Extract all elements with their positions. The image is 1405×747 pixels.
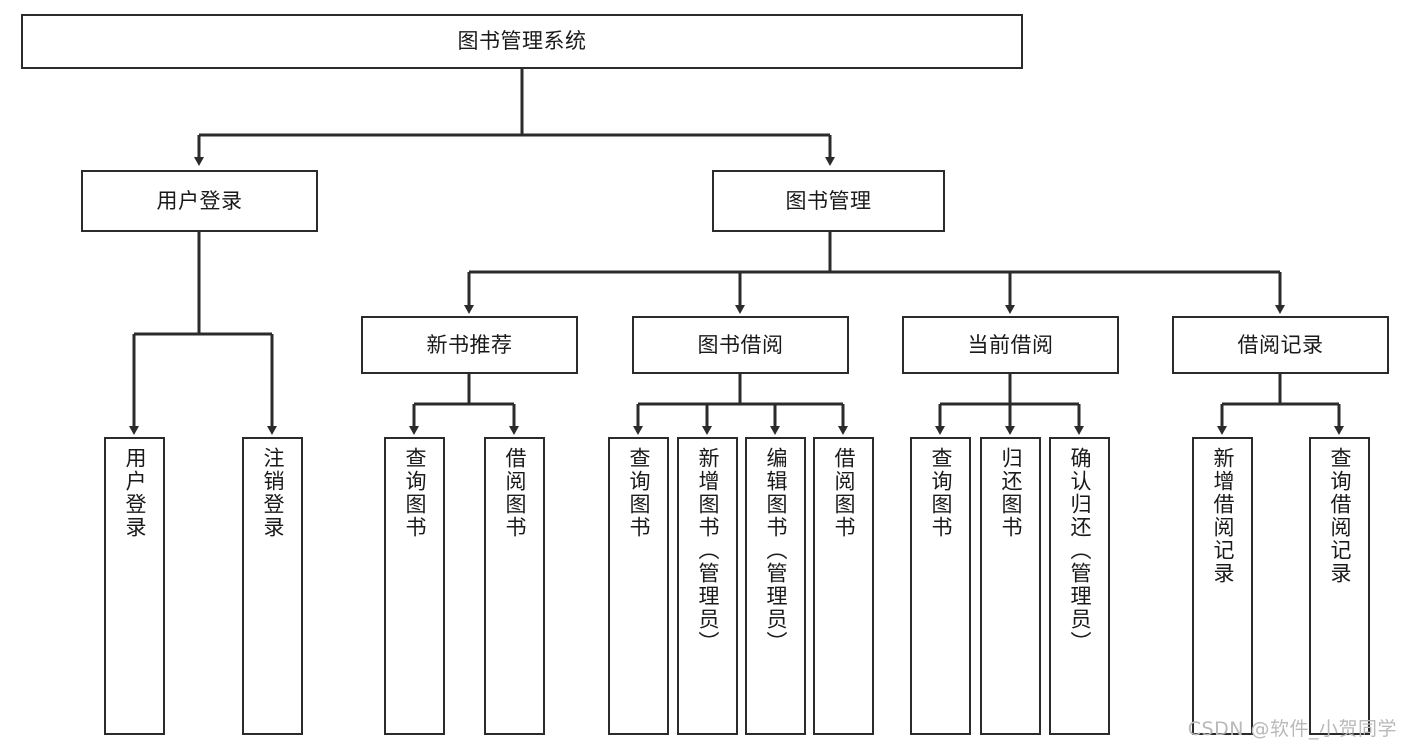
- node-leaf-add-record-label: 新增借阅记录: [1211, 447, 1235, 585]
- node-borrow-record-label: 借阅记录: [1237, 332, 1324, 357]
- node-leaf-return-book-label: 归还图书: [999, 447, 1023, 539]
- node-root[interactable]: 图书管理系统: [21, 14, 1023, 69]
- node-leaf-confirm-return[interactable]: 确认归还（管理员）: [1049, 437, 1110, 735]
- node-leaf-borrow-book-1-label: 借阅图书: [503, 447, 527, 539]
- node-leaf-add-book-label: 新增图书（管理员）: [696, 447, 720, 654]
- node-leaf-query-record[interactable]: 查询借阅记录: [1309, 437, 1370, 735]
- watermark-text: CSDN @软件_小贺同学: [1187, 718, 1397, 740]
- node-leaf-user-login-label: 用户登录: [123, 447, 147, 539]
- node-book-manage[interactable]: 图书管理: [712, 170, 945, 232]
- node-leaf-edit-book[interactable]: 编辑图书（管理员）: [745, 437, 806, 735]
- node-root-label: 图书管理系统: [457, 29, 587, 54]
- node-leaf-query-record-label: 查询借阅记录: [1328, 447, 1352, 585]
- node-leaf-user-logout[interactable]: 注销登录: [242, 437, 303, 735]
- node-current-borrow-label: 当前借阅: [967, 332, 1054, 357]
- node-leaf-query-book-2[interactable]: 查询图书: [608, 437, 669, 735]
- node-book-manage-label: 图书管理: [785, 188, 872, 213]
- node-leaf-query-book-1[interactable]: 查询图书: [384, 437, 445, 735]
- node-new-book-rec-label: 新书推荐: [426, 332, 513, 357]
- node-leaf-borrow-book-1[interactable]: 借阅图书: [484, 437, 545, 735]
- node-current-borrow[interactable]: 当前借阅: [902, 316, 1119, 374]
- node-leaf-borrow-book-2[interactable]: 借阅图书: [813, 437, 874, 735]
- node-leaf-edit-book-label: 编辑图书（管理员）: [764, 447, 788, 654]
- node-user-login-label: 用户登录: [156, 188, 243, 213]
- node-user-login[interactable]: 用户登录: [81, 170, 318, 232]
- node-leaf-user-logout-label: 注销登录: [261, 447, 285, 539]
- node-leaf-return-book[interactable]: 归还图书: [980, 437, 1041, 735]
- node-leaf-user-login[interactable]: 用户登录: [104, 437, 165, 735]
- node-new-book-rec[interactable]: 新书推荐: [361, 316, 578, 374]
- node-borrow-record[interactable]: 借阅记录: [1172, 316, 1389, 374]
- node-leaf-add-book[interactable]: 新增图书（管理员）: [677, 437, 738, 735]
- node-leaf-add-record[interactable]: 新增借阅记录: [1192, 437, 1253, 735]
- node-leaf-confirm-return-label: 确认归还（管理员）: [1068, 447, 1092, 654]
- node-leaf-query-book-3[interactable]: 查询图书: [910, 437, 971, 735]
- node-leaf-query-book-3-label: 查询图书: [929, 447, 953, 539]
- node-leaf-query-book-1-label: 查询图书: [403, 447, 427, 539]
- node-leaf-query-book-2-label: 查询图书: [627, 447, 651, 539]
- node-book-borrow-label: 图书借阅: [697, 332, 784, 357]
- node-book-borrow[interactable]: 图书借阅: [632, 316, 849, 374]
- node-leaf-borrow-book-2-label: 借阅图书: [832, 447, 856, 539]
